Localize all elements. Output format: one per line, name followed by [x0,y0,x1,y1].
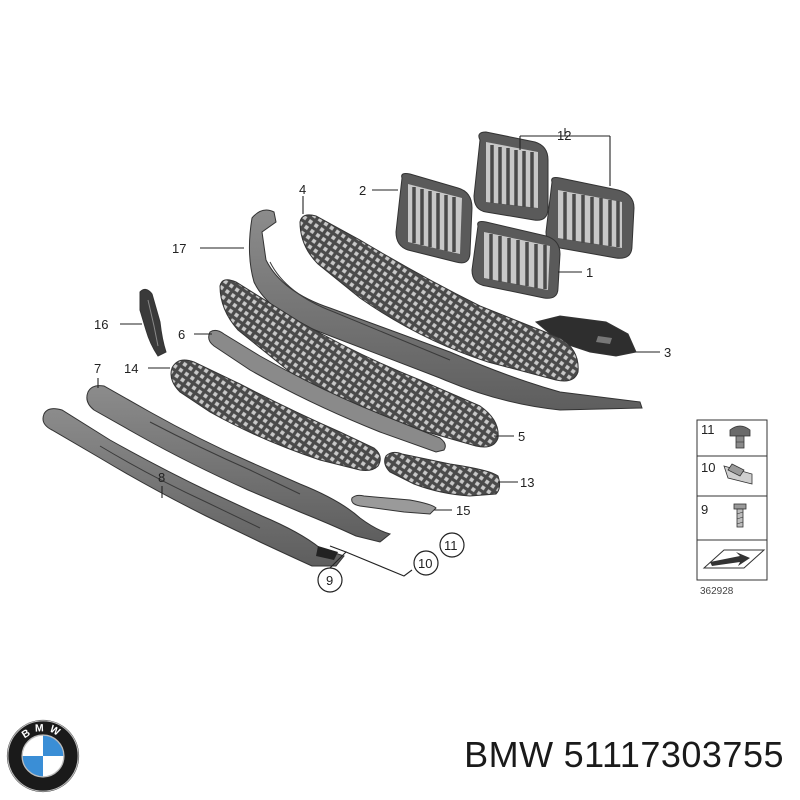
callout-2: 2 [359,183,366,198]
thin-trim-part-6 [208,329,446,453]
mesh-grille-part-4 [299,214,579,382]
callout-15: 15 [456,503,470,518]
bmw-logo: BMW [6,719,80,793]
kidney-grille-upper-right [545,177,635,259]
part-number: 51117303755 [563,734,784,775]
callout-3: 3 [664,345,671,360]
legend-label-9: 9 [701,502,708,517]
screw-icon [733,503,747,528]
callout-12: 12 [557,128,571,143]
trim-part-15 [351,494,437,515]
spring-nut-icon [723,463,753,485]
bumper-trim-part-7 [86,385,392,543]
callout-8: 8 [158,470,165,485]
callout-7: 7 [94,361,101,376]
legend-reference-number: 362928 [700,586,734,597]
callout-11: 11 [444,538,458,553]
callout-5: 5 [518,429,525,444]
callout-9: 9 [326,573,333,588]
callout-14: 14 [124,361,138,376]
callout-6: 6 [178,327,185,342]
mesh-grille-part-14 [170,359,381,471]
callout-labels: 12 2 4 1 3 17 16 6 14 7 5 13 15 8 [94,128,671,518]
callout-16: 16 [94,317,108,332]
callout-1: 1 [586,265,593,280]
kidney-grille-upper-left [473,131,549,221]
bumper-trim-part-8 [42,408,345,567]
direction-arrow-icon [702,549,766,569]
circled-callouts: 9 11 10 [317,532,465,593]
legend-label-10: 10 [701,460,715,475]
callout-13: 13 [520,475,534,490]
trim-strip-part-17 [248,209,643,411]
callout-17: 17 [172,241,186,256]
brand-name: BMW [464,734,554,775]
kidney-grille-left [395,173,473,264]
push-rivet-icon [729,425,751,449]
fastener-legend: 11 10 9 362928 [696,419,768,597]
kidney-grille-right [471,221,561,299]
callout-4: 4 [299,182,306,197]
leader-lines [97,128,660,577]
callout-10: 10 [418,556,432,571]
legend-label-11: 11 [701,422,715,437]
bracket-part-16 [139,288,167,357]
side-mesh-part-13 [384,451,501,497]
